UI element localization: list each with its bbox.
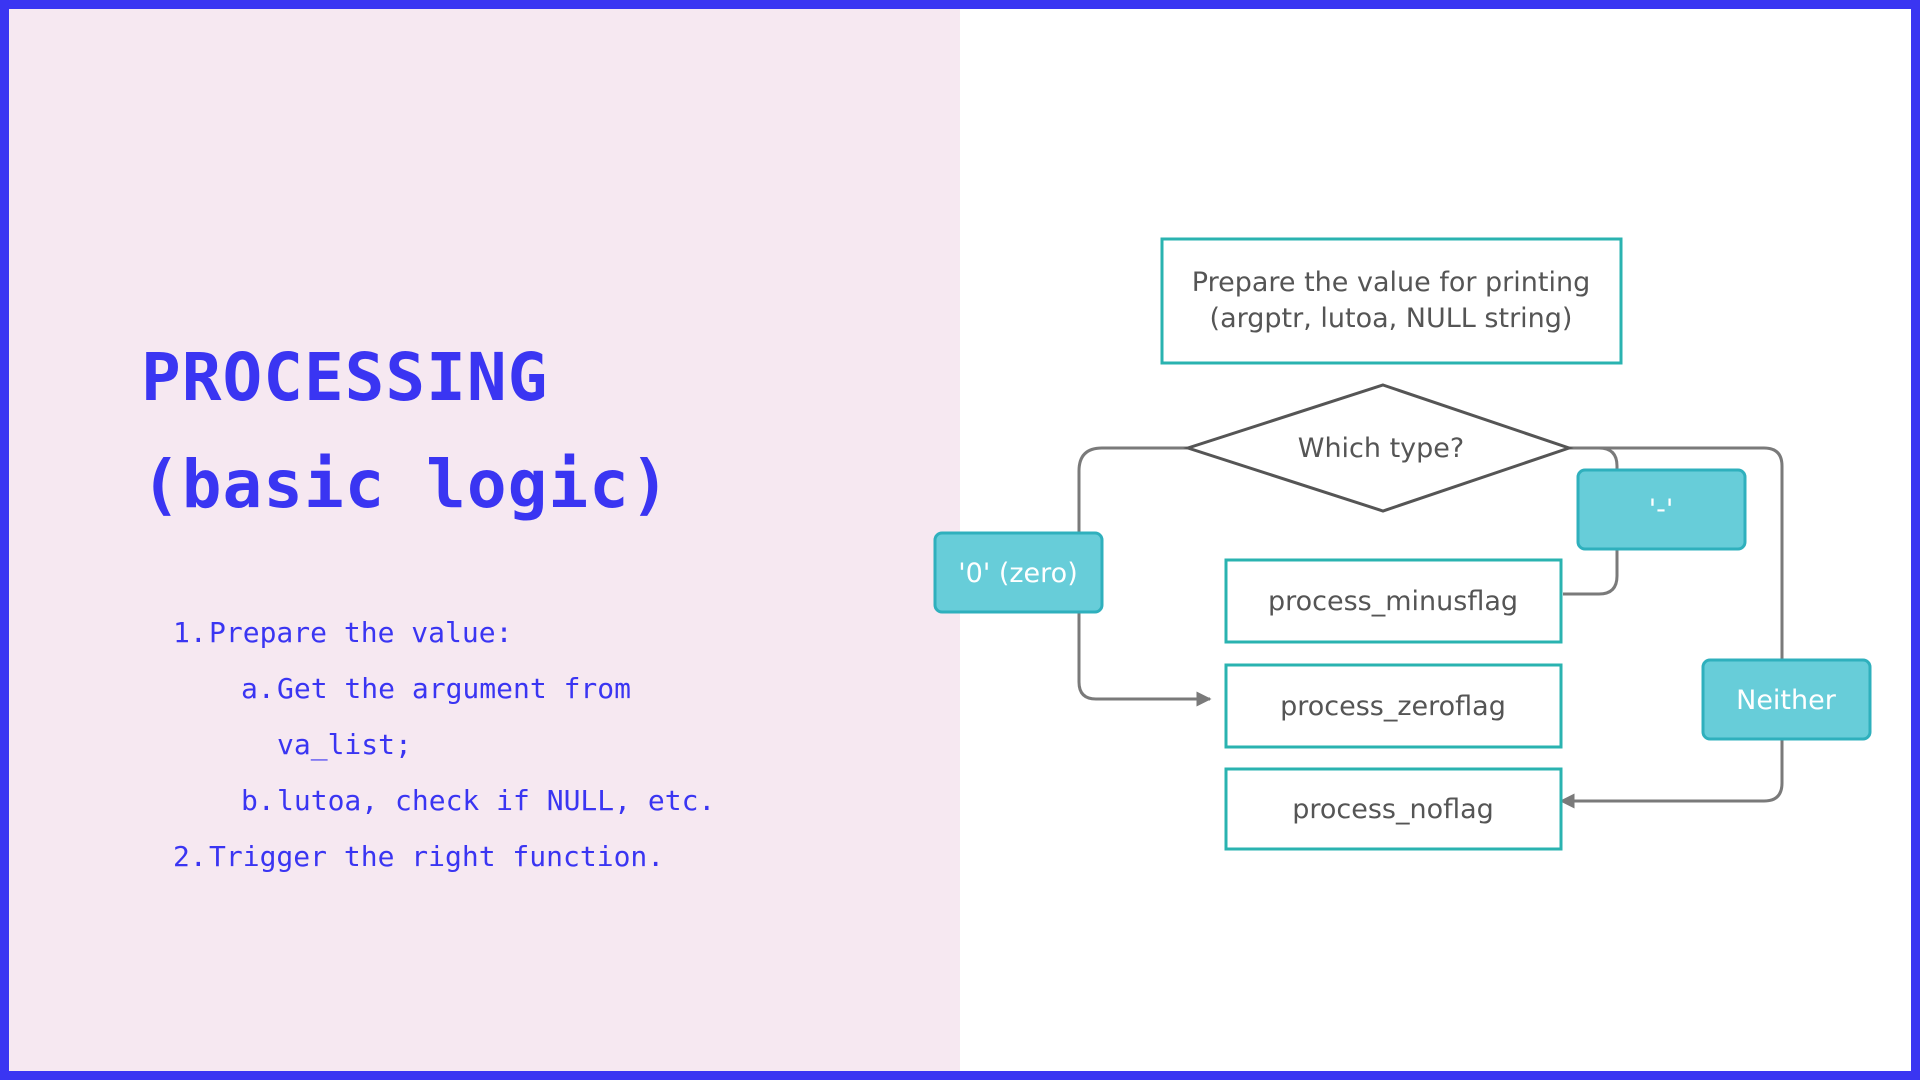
start-box xyxy=(1160,237,1623,365)
flowchart: Prepare the value for printing (argptr, … xyxy=(933,237,1872,851)
step-text: Get the argument from xyxy=(277,672,632,705)
left-panel xyxy=(9,9,960,1071)
label-neither-text: Neither xyxy=(1736,685,1837,716)
process-zeroflag-box xyxy=(1224,663,1563,749)
step-number: b. xyxy=(241,784,275,817)
label-minus xyxy=(1576,468,1747,551)
step-text: Prepare the value: xyxy=(209,616,513,649)
process-zeroflag-text: process_zeroflag xyxy=(1280,691,1506,722)
label-neither xyxy=(1701,658,1872,741)
step-2: 2.Trigger the right function. xyxy=(173,829,715,885)
process-minusflag-text: process_minusflag xyxy=(1268,586,1518,617)
start-box-line1: Prepare the value for printing xyxy=(1192,267,1590,298)
slide-title: PROCESSING xyxy=(141,339,549,416)
start-box-line2: (argptr, lutoa, NULL string) xyxy=(1210,303,1573,334)
step-1: 1.Prepare the value: xyxy=(173,605,715,661)
process-noflag-box xyxy=(1224,767,1563,851)
label-zero xyxy=(933,531,1104,614)
step-1a-continued: va_list; xyxy=(277,728,412,761)
step-number: 1. xyxy=(173,616,207,649)
step-text: lutoa, check if NULL, etc. xyxy=(277,784,716,817)
process-noflag-text: process_noflag xyxy=(1292,794,1494,825)
step-1b: b.lutoa, check if NULL, etc. xyxy=(173,773,715,829)
slide-subtitle: (basic logic) xyxy=(141,446,671,523)
decision-diamond xyxy=(1183,383,1574,513)
decision-text: Which type? xyxy=(1298,433,1465,464)
label-zero-text: '0' (zero) xyxy=(958,558,1077,589)
step-1a: a.Get the argument from xyxy=(173,661,715,717)
steps-list: 1.Prepare the value: a.Get the argument … xyxy=(173,605,715,885)
connector-neither xyxy=(1559,446,1784,809)
step-text: Trigger the right function. xyxy=(209,840,665,873)
step-number: a. xyxy=(241,672,275,705)
label-minus-text: '-' xyxy=(1649,494,1674,525)
process-minusflag-box xyxy=(1224,558,1563,644)
step-number: 2. xyxy=(173,840,207,873)
